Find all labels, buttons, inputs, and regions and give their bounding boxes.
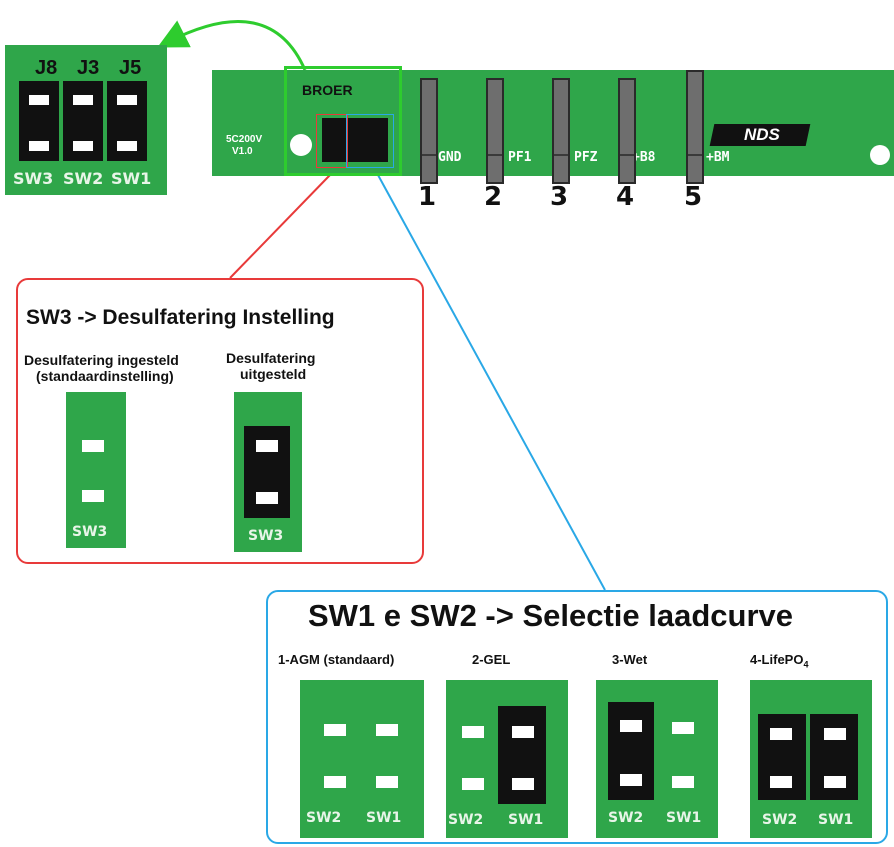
pin bbox=[117, 141, 137, 151]
curve-option3-sw2: SW2 bbox=[608, 810, 644, 826]
pin bbox=[324, 776, 346, 788]
pin bbox=[620, 774, 642, 786]
pin bbox=[73, 141, 93, 151]
pin bbox=[256, 492, 278, 504]
pin bbox=[512, 726, 534, 738]
desulf-option2-sw-label: SW3 bbox=[248, 528, 284, 544]
curve-option2-sw1: SW1 bbox=[508, 812, 544, 828]
desulf-option1-switch: SW3 bbox=[66, 392, 126, 548]
pcb-version: V1.0 bbox=[232, 146, 253, 157]
connector-number-3: 3 bbox=[550, 182, 569, 212]
highlight-label: BROER bbox=[302, 82, 353, 98]
curve-title: SW1 e SW2 -> Selectie laadcurve bbox=[308, 598, 794, 633]
curve-option1-sw2: SW2 bbox=[306, 810, 342, 826]
curve-option4-sw1: SW1 bbox=[818, 812, 854, 828]
connector-1 bbox=[420, 78, 438, 184]
inset-header-j5: J5 bbox=[119, 57, 142, 79]
jumper-inset: J8 J3 J5 SW3 SW2 SW1 bbox=[5, 45, 167, 195]
desulf-option2-line2: uitgesteld bbox=[240, 366, 307, 382]
green-arrow bbox=[157, 20, 307, 71]
pcb-jumper-red-outline bbox=[316, 114, 348, 168]
connector-label-2: PF1 bbox=[508, 150, 532, 165]
connector-4 bbox=[618, 78, 636, 184]
curve-option1-sw1: SW1 bbox=[366, 810, 402, 826]
curve-option4-label-sub: 4 bbox=[803, 659, 809, 670]
connector-label-5: +BM bbox=[706, 150, 730, 165]
pin bbox=[73, 95, 93, 105]
curve-option4-switch: SW2 SW1 bbox=[750, 680, 872, 838]
pin bbox=[462, 726, 484, 738]
pin bbox=[770, 728, 792, 740]
curve-option4-sw2: SW2 bbox=[762, 812, 798, 828]
inset-sw1-label: SW1 bbox=[111, 169, 152, 188]
desulf-option1-line1: Desulfatering ingesteld bbox=[24, 352, 179, 368]
pin bbox=[324, 724, 346, 736]
curve-option3-sw1: SW1 bbox=[666, 810, 702, 826]
curve-callout: SW1 e SW2 -> Selectie laadcurve 1-AGM (s… bbox=[266, 590, 888, 844]
inset-sw3-label: SW3 bbox=[13, 169, 54, 188]
connector-label-3: PFZ bbox=[574, 150, 598, 165]
pin bbox=[672, 722, 694, 734]
pin bbox=[29, 95, 49, 105]
pcb-jumper-blue-outline bbox=[346, 114, 394, 168]
curve-option3-label: 3-Wet bbox=[612, 652, 648, 667]
connector-number-1: 1 bbox=[418, 182, 437, 212]
pcb-jumper-block bbox=[322, 118, 388, 162]
curve-option2-switch: SW2 SW1 bbox=[446, 680, 568, 838]
pin bbox=[82, 490, 104, 502]
pin bbox=[376, 776, 398, 788]
curve-option1-switch: SW2 SW1 bbox=[300, 680, 424, 838]
red-leader-line bbox=[229, 174, 331, 279]
curve-option4-label: 4-LifePO4 bbox=[750, 652, 808, 670]
connector-number-2: 2 bbox=[484, 182, 503, 212]
blue-leader-line bbox=[377, 174, 606, 591]
connector-3 bbox=[552, 78, 570, 184]
curve-option1-label: 1-AGM (standaard) bbox=[278, 652, 395, 667]
curve-option4-label-main: 4-LifePO bbox=[750, 652, 804, 667]
mounting-hole-right bbox=[870, 145, 890, 165]
desulf-callout: SW3 -> Desulfatering Instelling Desulfat… bbox=[16, 278, 424, 564]
connector-number-5: 5 bbox=[684, 182, 703, 212]
desulf-option1-sw-label: SW3 bbox=[72, 524, 108, 540]
curve-option3-switch: SW2 SW1 bbox=[596, 680, 718, 838]
connector-number-4: 4 bbox=[616, 182, 635, 212]
pin bbox=[376, 724, 398, 736]
connector-2 bbox=[486, 78, 504, 184]
mounting-hole-left bbox=[290, 134, 312, 156]
pin bbox=[256, 440, 278, 452]
connector-label-4: +B8 bbox=[632, 150, 656, 165]
desulf-option1-line2: (standaardinstelling) bbox=[36, 368, 174, 384]
pin bbox=[29, 141, 49, 151]
desulf-option2-switch: SW3 bbox=[234, 392, 302, 552]
pin bbox=[117, 95, 137, 105]
pin bbox=[672, 776, 694, 788]
pin bbox=[462, 778, 484, 790]
pin bbox=[620, 720, 642, 732]
connector-5 bbox=[686, 70, 704, 184]
curve-option2-label: 2-GEL bbox=[472, 652, 511, 667]
pin bbox=[512, 778, 534, 790]
inset-header-j3: J3 bbox=[77, 57, 100, 79]
pin bbox=[824, 728, 846, 740]
pin bbox=[770, 776, 792, 788]
curve-option2-sw2: SW2 bbox=[448, 812, 484, 828]
highlight-box bbox=[284, 66, 402, 176]
inset-sw2-label: SW2 bbox=[63, 169, 104, 188]
desulf-option2-line1: Desulfatering bbox=[226, 350, 316, 366]
desulf-title: SW3 -> Desulfatering Instelling bbox=[26, 306, 335, 329]
connector-label-1: GND bbox=[438, 150, 462, 165]
pin bbox=[82, 440, 104, 452]
nds-logo-text: NDS bbox=[744, 125, 780, 144]
inset-header-j8: J8 bbox=[35, 57, 58, 79]
pcb-model: 5C200V bbox=[226, 134, 263, 145]
pin bbox=[824, 776, 846, 788]
